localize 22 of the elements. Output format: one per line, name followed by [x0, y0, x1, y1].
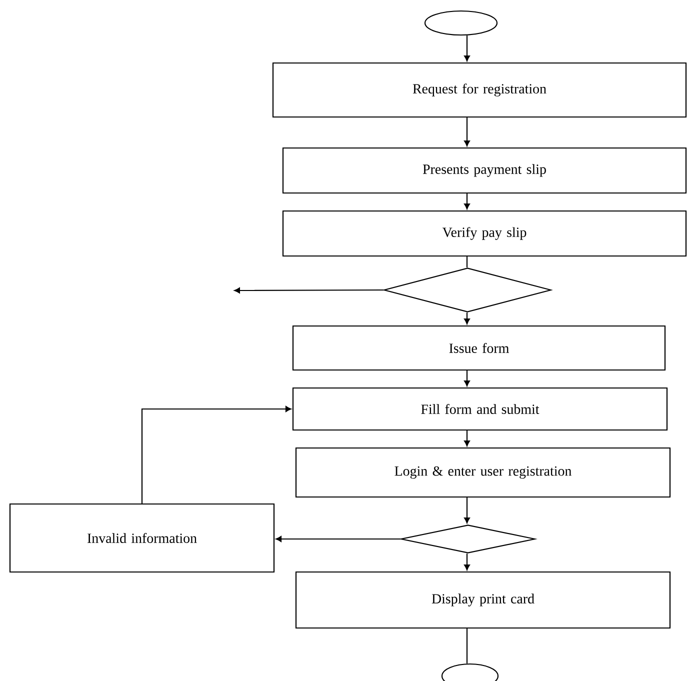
- arrow: [464, 312, 470, 324]
- connector-line: [466, 628, 468, 664]
- arrow: [464, 498, 470, 524]
- arrow: [234, 288, 384, 294]
- process-box: Display print card: [295, 571, 671, 629]
- arrow: [464, 430, 470, 446]
- arrow: [141, 406, 292, 504]
- process-box: Login & enter user registration: [295, 447, 671, 498]
- arrow: [464, 554, 470, 570]
- process-box: Invalid information: [9, 503, 275, 573]
- arrow: [464, 36, 470, 62]
- process-box: Request for registration: [272, 62, 687, 118]
- process-box: Presents payment slip: [282, 147, 687, 194]
- process-box: Issue form: [292, 325, 666, 371]
- terminal-oval: [424, 10, 498, 36]
- process-box: Fill form and submit: [292, 387, 668, 431]
- process-box: Verify pay slip: [282, 210, 687, 257]
- arrow: [464, 370, 470, 386]
- connector-line: [466, 256, 468, 268]
- arrow: [464, 194, 470, 210]
- arrow: [276, 536, 400, 542]
- arrow: [464, 118, 470, 146]
